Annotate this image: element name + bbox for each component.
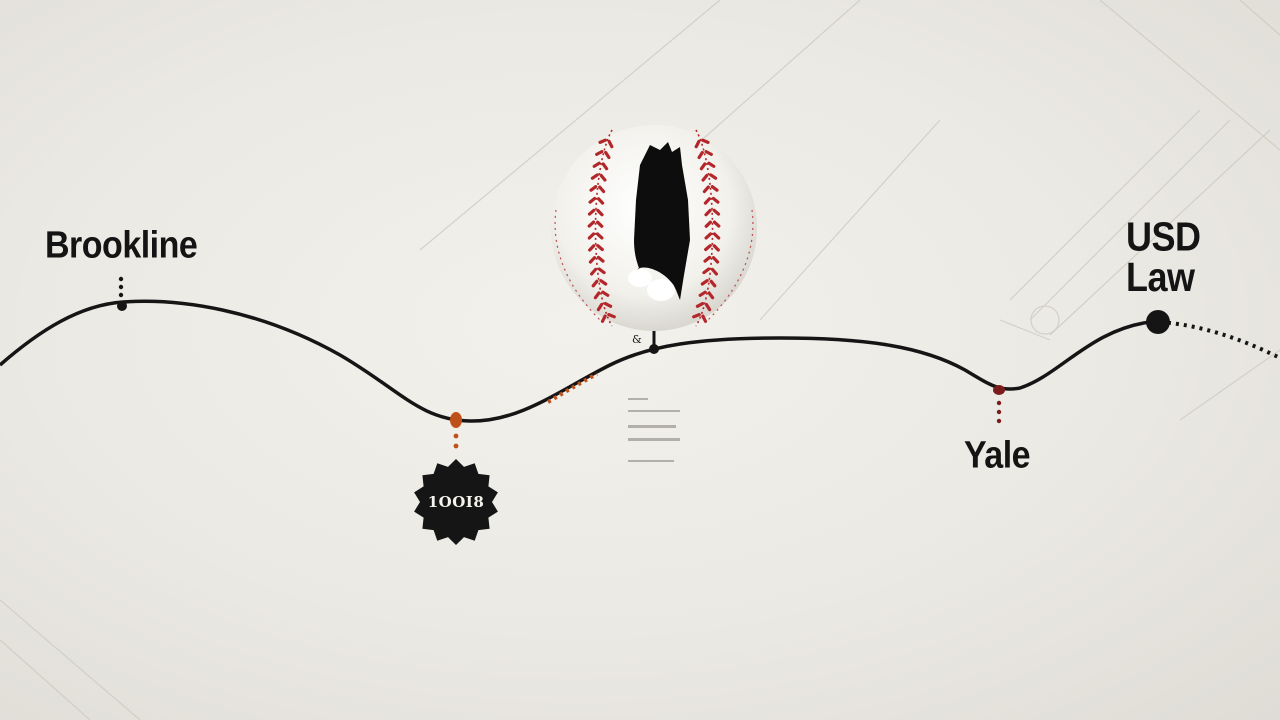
- baseball-icon: [551, 125, 757, 331]
- baseball-stitch: [703, 197, 712, 205]
- baseball-stitch: [695, 302, 705, 308]
- baseball-stitch: [704, 220, 713, 228]
- baseball-stitch: [598, 185, 606, 194]
- baseball-stitch: [710, 267, 719, 276]
- stop-label-brookline: Brookline: [45, 223, 198, 267]
- baseball-stitch: [601, 290, 610, 297]
- baseball-stitch: [604, 150, 611, 160]
- baseball-stitch: [711, 256, 720, 264]
- baseball-stitch: [702, 185, 710, 194]
- baseball-stitch: [601, 162, 609, 171]
- baseball-stitch: [595, 150, 604, 156]
- baseball-stitch: [712, 220, 721, 228]
- baseball-stitch: [704, 232, 713, 240]
- baseball-stitch: [592, 161, 601, 168]
- baseball-stitch: [607, 139, 614, 149]
- baseball-stitch: [603, 302, 613, 308]
- baseball-stitch: [701, 173, 709, 182]
- baseball-stitch: [710, 185, 719, 192]
- baseball-stitch: [694, 139, 701, 149]
- stop-label-usd-law: USD Law: [1126, 213, 1206, 300]
- svg-text:&: &: [632, 333, 642, 346]
- baseball-stitch: [596, 255, 605, 263]
- stop-usd-law-marker: [1146, 310, 1170, 334]
- baseball-stitch: [699, 162, 707, 171]
- baseball-stitch: [707, 291, 715, 300]
- badge-text: 1OOI8: [427, 493, 485, 511]
- baseball-stitch: [707, 161, 716, 168]
- badge-icon: [414, 459, 498, 545]
- stop-brookline-marker: [117, 276, 127, 311]
- baseball-stitch: [596, 244, 604, 252]
- baseball-stitch: [704, 303, 712, 312]
- baseball-stitch: [589, 185, 598, 192]
- baseball-stitch: [595, 232, 604, 240]
- baseball-stitch: [700, 138, 710, 144]
- baseball-stitch: [700, 279, 709, 286]
- baseball-stitch: [702, 267, 711, 275]
- baseball-stitch: [587, 208, 596, 216]
- baseball-stitch: [709, 279, 717, 288]
- baseball-stitch: [596, 303, 604, 312]
- baseball-stitch: [600, 314, 607, 323]
- baseball-stitch: [587, 232, 596, 240]
- baseball-stitch: [697, 150, 704, 160]
- baseball-stitch: [596, 208, 604, 217]
- stop-label-yale: Yale: [964, 433, 1031, 477]
- baseball-stitch: [607, 313, 616, 319]
- stop-badge-marker: [450, 412, 462, 449]
- baseball-stitch: [709, 173, 718, 180]
- baseball-stitch: [704, 208, 712, 217]
- baseball-stitch: [703, 255, 712, 263]
- baseball-stitch: [597, 267, 606, 275]
- baseball-stitch: [587, 220, 596, 228]
- baseball-stitch: [704, 244, 712, 252]
- baseball-stitch: [588, 244, 596, 252]
- baseball-stitch: [590, 173, 599, 180]
- baseball-stitch: [588, 196, 597, 204]
- baseball-stitch: [595, 220, 604, 228]
- baseball-stitch: [711, 196, 720, 204]
- baseball-stitch: [589, 267, 598, 276]
- faint-note: [628, 398, 680, 462]
- baseball-stitch: [698, 290, 707, 297]
- timeline-dotted-tail: [1159, 320, 1280, 360]
- baseball-stitch: [596, 197, 605, 205]
- baseball-stitch: [588, 256, 597, 264]
- silhouette-icon: [631, 142, 690, 300]
- baseball-stitch: [591, 279, 599, 288]
- baseball-stitch: [692, 313, 701, 319]
- baseball-stitch: [598, 138, 608, 144]
- baseball-stitch: [599, 173, 607, 182]
- stop-baseball-marker: &: [632, 330, 659, 354]
- timeline-highlight-segment: [546, 372, 598, 404]
- baseball-stitch: [599, 279, 608, 286]
- baseball-stitch: [593, 291, 601, 300]
- baseball-stitch: [712, 244, 720, 252]
- stop-label-usd-law-line1: USD: [1126, 213, 1201, 260]
- baseball-stitch: [712, 208, 721, 216]
- timeline-path: [0, 299, 1151, 423]
- baseball-stitch: [704, 150, 713, 156]
- baseball-stitch: [712, 232, 721, 240]
- stop-label-usd-law-line2: Law: [1126, 253, 1195, 300]
- baseball-stitch: [701, 314, 708, 323]
- stop-yale-marker: [993, 385, 1005, 424]
